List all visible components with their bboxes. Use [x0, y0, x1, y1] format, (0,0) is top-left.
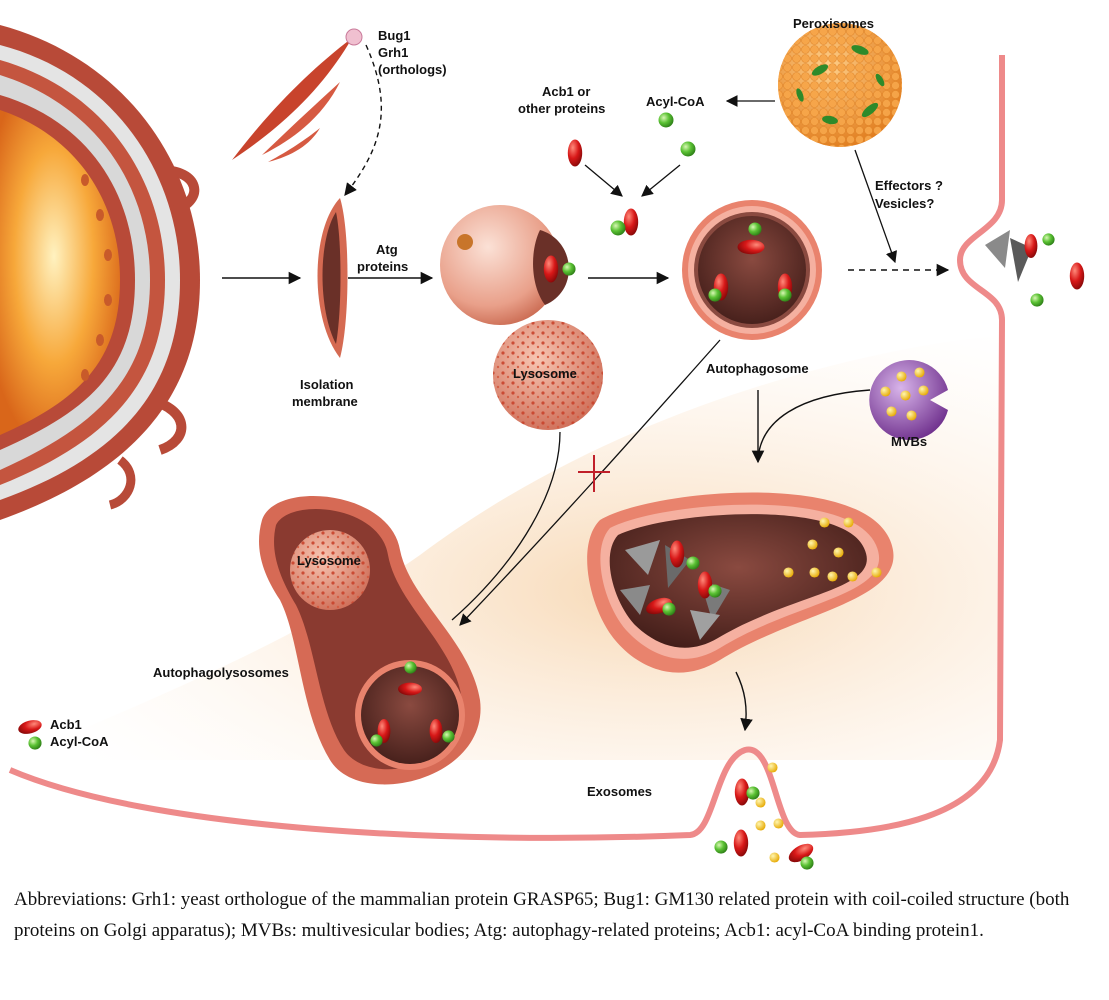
phagophore [440, 205, 576, 325]
label-acb1-or: Acb1 or [542, 84, 590, 99]
label-lysosome-bottom: Lysosome [297, 553, 361, 568]
label-autophagosome: Autophagosome [706, 361, 809, 376]
label-vesicles: Vesicles? [875, 196, 934, 211]
label-bug1: Bug1 [378, 28, 411, 43]
mvb [869, 360, 948, 440]
legend-acyl-coa-icon [28, 736, 42, 750]
block-cross [578, 455, 610, 492]
nucleus-er [0, 25, 200, 520]
legend [16, 717, 44, 750]
label-grh1: Grh1 [378, 45, 408, 60]
autophagosome [682, 200, 822, 340]
label-autophagolysosomes: Autophagolysosomes [153, 665, 289, 680]
plasma-membrane [8, 55, 1006, 841]
legend-label-acb1: Acb1 [50, 717, 82, 732]
label-effectors: Effectors ? [875, 178, 943, 193]
exosome-products [714, 762, 817, 870]
label-orthologs: (orthologs) [378, 62, 447, 77]
secreted-fragments [985, 230, 1085, 307]
label-exosomes: Exosomes [587, 784, 652, 799]
label-acyl-coa: Acyl-CoA [646, 94, 705, 109]
legend-label-acyl-coa: Acyl-CoA [50, 734, 109, 749]
label-isolation: Isolation [300, 377, 354, 392]
peroxisome [778, 23, 902, 147]
figure-caption: Abbreviations: Grh1: yeast orthologue of… [14, 889, 1070, 941]
bug1-grh1-sphere [345, 28, 363, 46]
label-mvbs: MVBs [891, 434, 927, 449]
isolation-membrane [317, 198, 348, 358]
lysosome-top [493, 320, 603, 430]
label-proteins: proteins [357, 259, 408, 274]
autophagolysosome [259, 496, 481, 785]
label-atg: Atg [376, 242, 398, 257]
label-membrane: membrane [292, 394, 358, 409]
cytoplasm [10, 335, 1000, 760]
autophagy-diagram: Bug1 Grh1 (orthologs) Peroxisomes Acb1 o… [0, 16, 1085, 870]
label-other-proteins: other proteins [518, 101, 605, 116]
legend-acb1-icon [16, 717, 44, 737]
golgi-cisternae [232, 28, 363, 162]
label-peroxisomes: Peroxisomes [793, 16, 874, 31]
label-lysosome-top: Lysosome [513, 366, 577, 381]
amphisome [587, 492, 894, 673]
